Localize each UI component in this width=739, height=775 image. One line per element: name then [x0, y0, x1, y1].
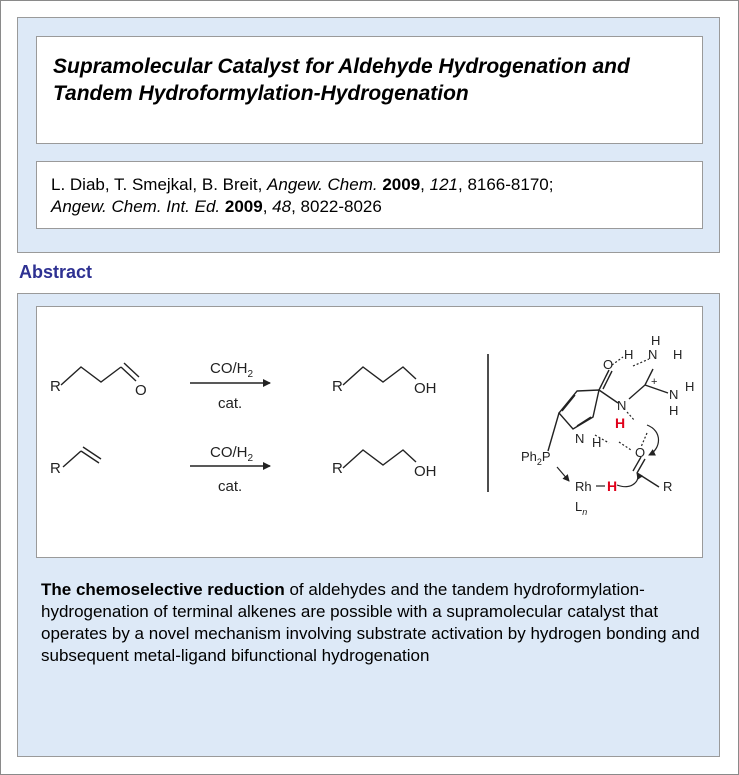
- aldehyde-c-o: [120, 366, 137, 382]
- catalyst-2: cat.: [218, 478, 242, 495]
- abstract-body: of aldehydes and the tandem hydroformyla…: [41, 580, 700, 665]
- r-label-2: R: [332, 378, 343, 395]
- mech-ph: Ph: [521, 449, 537, 464]
- aldehyde-r-bond: [636, 472, 660, 488]
- reagent-1-sub: 2: [248, 369, 254, 380]
- mech-h-pyrrole: H: [592, 435, 601, 450]
- guanidine-nh2-b: [644, 384, 669, 394]
- mech-plus: +: [651, 376, 657, 388]
- hbond-1: [611, 356, 624, 366]
- curly-arrow-1: [646, 424, 660, 456]
- mech-l-sub: n: [582, 507, 587, 517]
- citation-year-1: 2009: [382, 175, 421, 194]
- alcohol-chain-1: [342, 366, 417, 386]
- mech-n3: N: [669, 387, 678, 402]
- o-label-1: O: [135, 382, 147, 399]
- curly-arrow-2: [616, 472, 644, 488]
- pyrrole-double-1: [561, 394, 576, 412]
- mech-ln: Ln: [575, 499, 587, 517]
- guanidine-nh2-a: [644, 368, 654, 386]
- reagent-1: CO/H2: [210, 360, 254, 380]
- mech-n2: N: [617, 398, 626, 413]
- mech-p: P: [542, 449, 551, 464]
- r-label-3: R: [50, 460, 61, 477]
- oh-label-2: OH: [414, 463, 437, 480]
- amide-bond: [598, 389, 619, 404]
- mech-h2: H: [673, 347, 682, 362]
- citation-year-2: 2009: [224, 197, 263, 216]
- alkene-double-2: [82, 446, 102, 460]
- alkene-double-1: [80, 450, 100, 464]
- citation-journal-2: Angew. Chem. Int. Ed.: [51, 197, 221, 216]
- abstract-text: The chemoselective reduction of aldehyde…: [41, 579, 706, 667]
- citation-pages-1: , 8166-8170;: [458, 175, 554, 194]
- mech-r: R: [663, 479, 672, 494]
- mech-n-pyrrole: N: [575, 431, 584, 446]
- hbond-3: [626, 411, 636, 422]
- reagent-2-sub: 2: [248, 453, 254, 464]
- guanidine-bond: [628, 384, 646, 400]
- carbonyl-bond: [598, 369, 610, 391]
- citation: L. Diab, T. Smejkal, B. Breit, Angew. Ch…: [51, 174, 691, 218]
- mech-ph2p: Ph2P: [521, 449, 551, 467]
- reagent-2-text: CO/H: [210, 444, 248, 461]
- oh-label-1: OH: [414, 380, 437, 397]
- hbond-2: [632, 358, 650, 367]
- hbond-6: [640, 432, 648, 448]
- hbond-4: [594, 434, 610, 444]
- scheme-graphic: R O CO/H2 cat. R OH R CO/H2 cat. R OH O …: [50, 333, 694, 517]
- mech-h-active: H: [615, 415, 625, 431]
- pyrrole-ring: [558, 389, 600, 430]
- citation-sep-1: ,: [420, 175, 430, 194]
- citation-sep-2: ,: [262, 197, 273, 216]
- citation-authors: L. Diab, T. Smejkal, B. Breit,: [51, 175, 268, 194]
- mech-l: L: [575, 499, 582, 514]
- alcohol-chain-2: [342, 449, 417, 469]
- mech-h1: H: [624, 347, 633, 362]
- abstract-lead: The chemoselective reduction: [41, 580, 285, 599]
- aldehyde-o-bond: [632, 456, 642, 472]
- citation-journal-1: Angew. Chem.: [267, 175, 378, 194]
- mech-o1: O: [603, 357, 613, 372]
- mech-n1: N: [648, 347, 657, 362]
- mech-h3: H: [651, 333, 660, 348]
- title-box: Supramolecular Catalyst for Aldehyde Hyd…: [36, 36, 703, 144]
- carbonyl-double: [602, 370, 613, 390]
- r-label-1: R: [50, 378, 61, 395]
- mech-rh: Rh: [575, 479, 592, 494]
- citation-pages-2: , 8022-8026: [291, 197, 382, 216]
- mech-h4: H: [685, 379, 694, 394]
- aldehyde-o-double: [636, 458, 646, 474]
- ring-to-p: [547, 412, 560, 452]
- reagent-2: CO/H2: [210, 444, 254, 464]
- mech-ph-sub: 2: [537, 457, 542, 467]
- mech-h5: H: [669, 403, 678, 418]
- citation-volume-2: 48: [272, 197, 292, 216]
- citation-volume-1: 121: [429, 175, 458, 194]
- pyrrole-double-2: [576, 416, 592, 427]
- hbond-5: [618, 441, 632, 451]
- reaction-scheme: R O CO/H2 cat. R OH R CO/H2 cat. R OH O …: [36, 306, 703, 558]
- alkene-bond: [62, 450, 82, 468]
- r-label-4: R: [332, 460, 343, 477]
- mech-o2: O: [635, 445, 645, 460]
- aldehyde-c-o-double: [123, 362, 140, 378]
- abstract-heading: Abstract: [19, 262, 93, 282]
- catalyst-1: cat.: [218, 395, 242, 412]
- article-title: Supramolecular Catalyst for Aldehyde Hyd…: [53, 55, 630, 105]
- reagent-1-text: CO/H: [210, 360, 248, 377]
- aldehyde-chain: [60, 366, 122, 386]
- mech-h-rh: H: [607, 478, 617, 494]
- citation-box: L. Diab, T. Smejkal, B. Breit, Angew. Ch…: [36, 161, 703, 229]
- p-to-rh-arrow: [556, 466, 570, 482]
